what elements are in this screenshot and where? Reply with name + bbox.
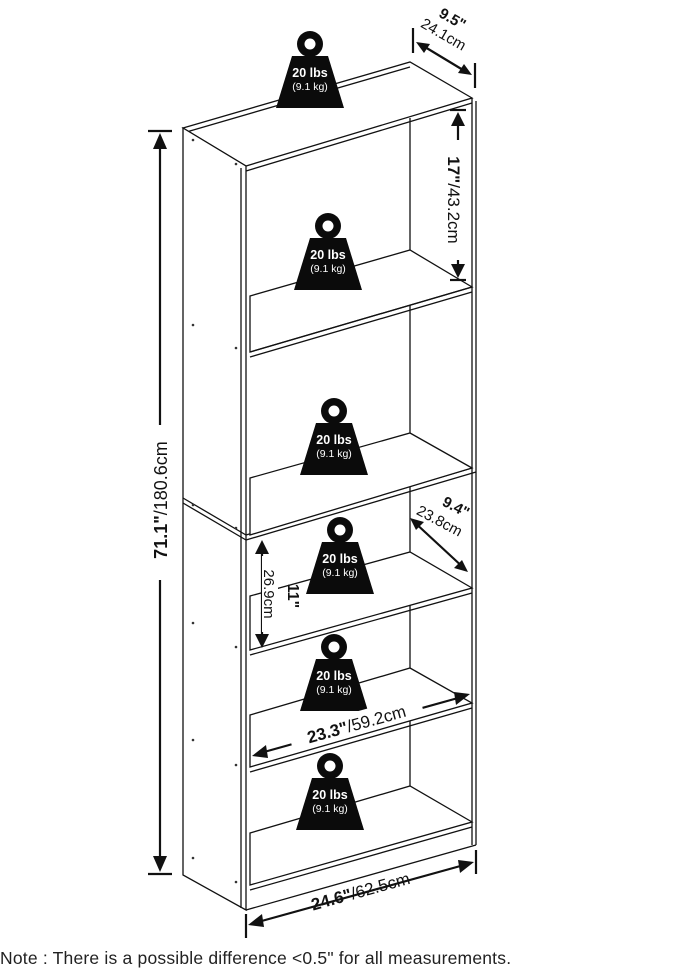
weight-badge: 20 lbs (9.1 kg) (276, 31, 344, 108)
weight-kg: (9.1 kg) (316, 448, 352, 460)
weight-lbs: 20 lbs (316, 433, 351, 447)
weight-kg: (9.1 kg) (316, 684, 352, 696)
svg-text:24.6"/62.5cm: 24.6"/62.5cm (309, 869, 412, 914)
lower-shelf-height-metric: 26.9cm (260, 569, 277, 618)
total-height-imperial: 71.1" (151, 515, 171, 559)
weight-badge: 20 lbs (9.1 kg) (294, 213, 362, 290)
weight-badge: 20 lbs (9.1 kg) (300, 634, 368, 711)
screw-holes (191, 138, 238, 884)
weight-kg: (9.1 kg) (312, 803, 348, 815)
total-height-dimension: 71.1"/180.6cm (148, 129, 172, 876)
weight-badge: 20 lbs (9.1 kg) (306, 517, 374, 594)
weight-badge: 20 lbs (9.1 kg) (296, 753, 364, 830)
measurement-note: Note : There is a possible difference <0… (0, 948, 512, 968)
weight-lbs: 20 lbs (292, 66, 327, 80)
total-width-metric: /62.5cm (349, 869, 412, 903)
weight-lbs: 20 lbs (312, 788, 347, 802)
weight-kg: (9.1 kg) (310, 263, 346, 275)
weight-lbs: 20 lbs (316, 669, 351, 683)
lower-shelf-height-dimension: 26.9cm 11" (255, 540, 301, 648)
svg-text:17"/43.2cm: 17"/43.2cm (444, 156, 463, 243)
weight-badge: 20 lbs (9.1 kg) (300, 398, 368, 475)
total-width-imperial: 24.6" (309, 885, 354, 914)
upper-shelf-height-imperial: 17" (444, 156, 463, 183)
weight-lbs: 20 lbs (322, 552, 357, 566)
lower-shelf-height-imperial: 11" (284, 584, 301, 609)
upper-shelf-height-metric: /43.2cm (444, 183, 463, 243)
left-side-panel (182, 126, 247, 912)
weight-kg: (9.1 kg) (292, 81, 328, 93)
weight-kg: (9.1 kg) (322, 567, 358, 579)
weight-lbs: 20 lbs (310, 248, 345, 262)
upper-shelf-height-dimension: 17"/43.2cm (444, 108, 466, 282)
total-height-metric: /180.6cm (151, 441, 171, 515)
svg-text:71.1"/180.6cm: 71.1"/180.6cm (151, 441, 171, 559)
